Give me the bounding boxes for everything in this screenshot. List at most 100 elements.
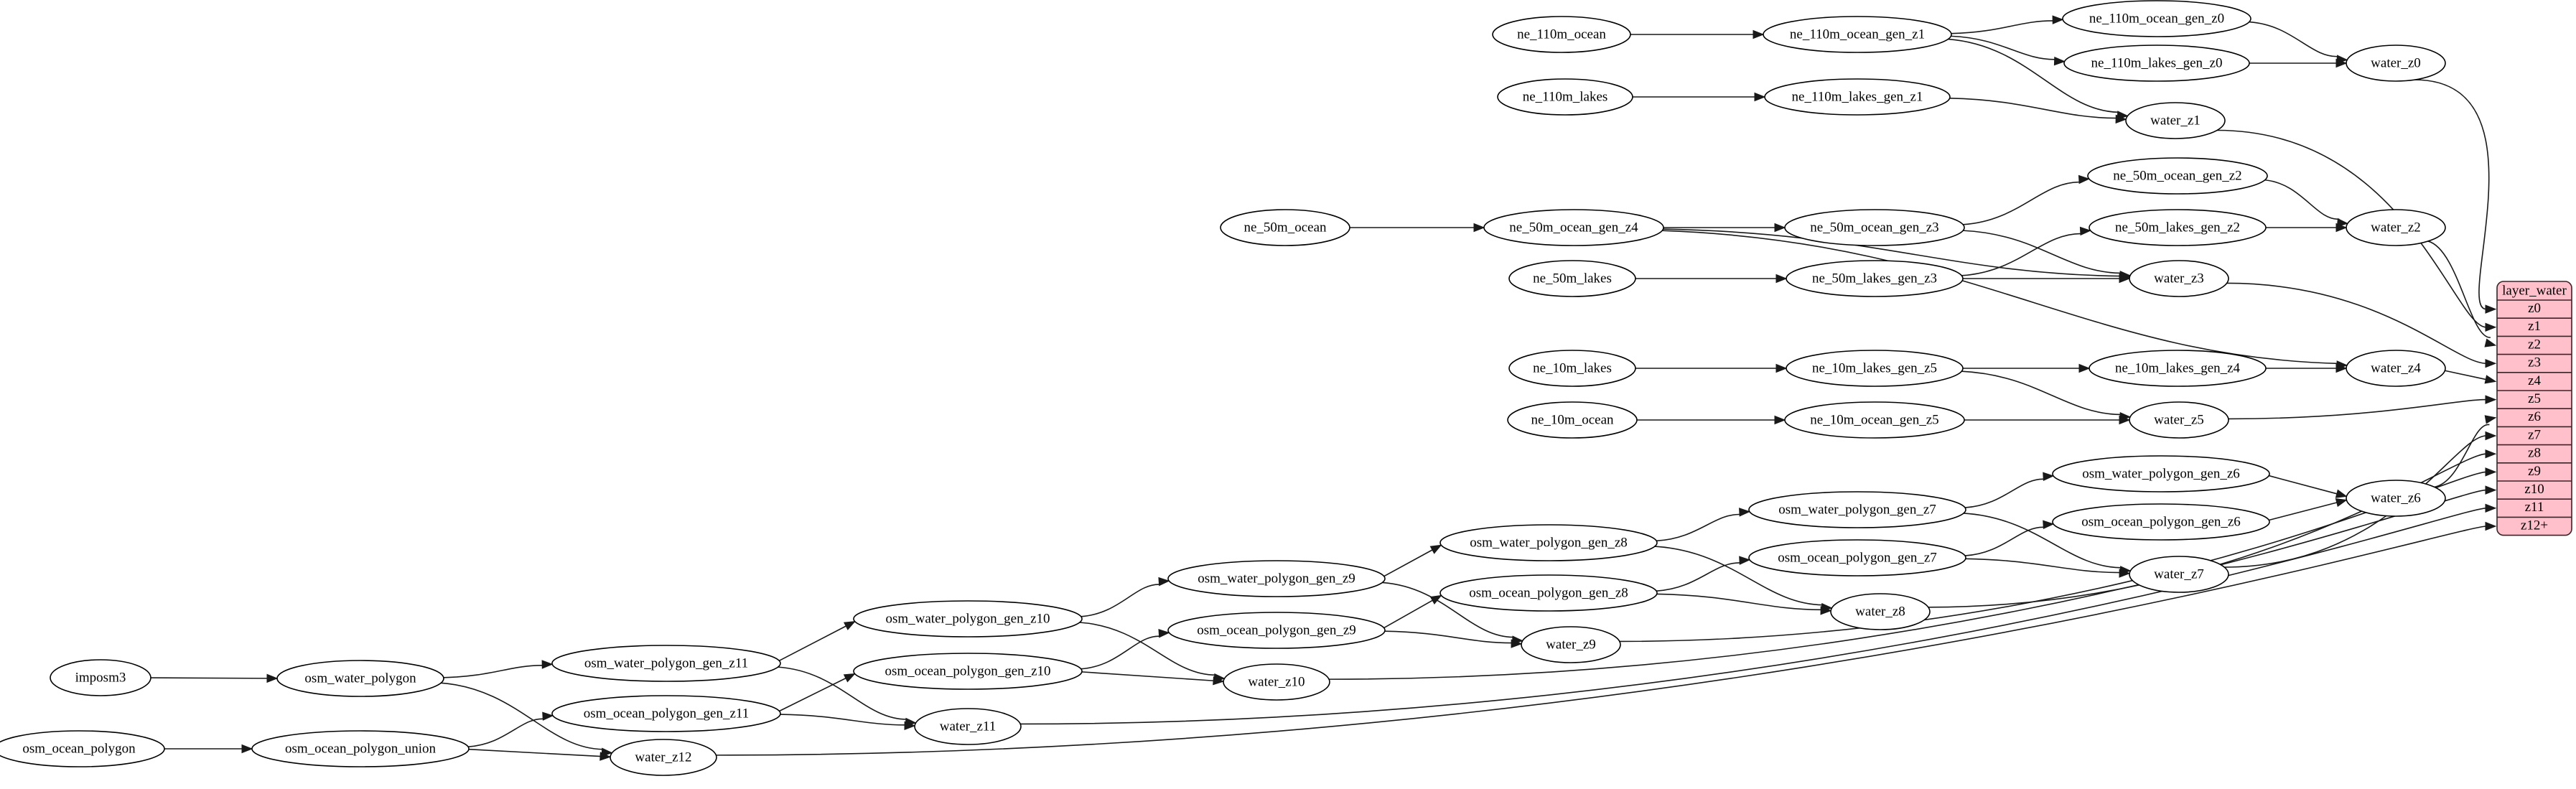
- node-shape[interactable]: [1483, 209, 1664, 246]
- node-osm_ocean_polygon_gen_z8[interactable]: osm_ocean_polygon_gen_z8: [1439, 574, 1658, 612]
- node-shape[interactable]: [1764, 78, 1951, 116]
- node-water_z6[interactable]: water_z6: [2346, 480, 2446, 517]
- node-shape[interactable]: [251, 730, 470, 767]
- node-shape[interactable]: [1492, 16, 1631, 53]
- node-shape[interactable]: [1439, 574, 1658, 612]
- node-ne_10m_lakes_gen_z5[interactable]: ne_10m_lakes_gen_z5: [1786, 350, 1964, 387]
- node-osm_water_polygon_gen_z9[interactable]: osm_water_polygon_gen_z9: [1167, 560, 1386, 597]
- node-shape[interactable]: [2346, 45, 2446, 82]
- node-shape[interactable]: [2062, 0, 2251, 37]
- node-shape[interactable]: [1786, 260, 1964, 297]
- node-shape[interactable]: [1508, 260, 1636, 297]
- node-osm_water_polygon_gen_z6[interactable]: osm_water_polygon_gen_z6: [2052, 455, 2270, 492]
- node-osm_ocean_polygon_gen_z7[interactable]: osm_ocean_polygon_gen_z7: [1748, 539, 1966, 576]
- node-shape[interactable]: [2129, 260, 2229, 297]
- node-osm_ocean_polygon_union[interactable]: osm_ocean_polygon_union: [251, 730, 470, 767]
- node-osm_ocean_polygon_gen_z10[interactable]: osm_ocean_polygon_gen_z10: [853, 653, 1083, 690]
- node-water_z5[interactable]: water_z5: [2129, 401, 2229, 439]
- edge-ne_50m_ocean_gen_z4-to-ne_50m_ocean_gen_z3: [1663, 223, 1786, 233]
- node-ne_110m_ocean_gen_z1[interactable]: ne_110m_ocean_gen_z1: [1763, 16, 1952, 53]
- node-water_z4[interactable]: water_z4: [2346, 350, 2446, 387]
- node-shape[interactable]: [2346, 350, 2446, 387]
- node-shape[interactable]: [1167, 612, 1386, 649]
- node-shape[interactable]: [1220, 209, 1350, 246]
- node-shape[interactable]: [2346, 209, 2446, 246]
- node-shape[interactable]: [1786, 350, 1964, 387]
- node-shape[interactable]: [853, 653, 1083, 690]
- node-osm_ocean_polygon_gen_z11[interactable]: osm_ocean_polygon_gen_z11: [551, 695, 781, 732]
- node-ne_50m_lakes[interactable]: ne_50m_lakes: [1508, 260, 1636, 297]
- node-imposm3[interactable]: imposm3: [50, 659, 151, 696]
- node-osm_water_polygon[interactable]: osm_water_polygon: [276, 660, 444, 697]
- node-water_z0[interactable]: water_z0: [2346, 45, 2446, 82]
- node-water_z12[interactable]: water_z12: [610, 739, 717, 776]
- node-water_z2[interactable]: water_z2: [2346, 209, 2446, 246]
- edge-osm_ocean_polygon_gen_z9-to-water_z9: [1384, 630, 1523, 648]
- node-water_z3[interactable]: water_z3: [2129, 260, 2229, 297]
- node-ne_50m_ocean_gen_z2[interactable]: ne_50m_ocean_gen_z2: [2087, 157, 2268, 195]
- edge-line: [1663, 228, 2121, 277]
- node-ne_110m_ocean[interactable]: ne_110m_ocean: [1492, 16, 1631, 53]
- node-shape[interactable]: [2087, 157, 2268, 195]
- node-water_z11[interactable]: water_z11: [914, 708, 1022, 745]
- node-shape[interactable]: [610, 739, 717, 776]
- node-water_z9[interactable]: water_z9: [1521, 626, 1621, 663]
- node-osm_water_polygon_gen_z8[interactable]: osm_water_polygon_gen_z8: [1439, 524, 1658, 561]
- node-shape[interactable]: [1521, 626, 1621, 663]
- node-shape[interactable]: [0, 730, 165, 767]
- node-shape[interactable]: [1763, 16, 1952, 53]
- node-water_z10[interactable]: water_z10: [1223, 663, 1330, 701]
- node-water_z8[interactable]: water_z8: [1830, 593, 1931, 630]
- node-osm_water_polygon_gen_z11[interactable]: osm_water_polygon_gen_z11: [551, 645, 781, 682]
- edge-arrowhead: [1775, 363, 1788, 373]
- node-ne_50m_ocean_gen_z3[interactable]: ne_50m_ocean_gen_z3: [1784, 209, 1965, 246]
- node-ne_110m_lakes_gen_z0[interactable]: ne_110m_lakes_gen_z0: [2063, 45, 2250, 82]
- node-osm_ocean_polygon_gen_z6[interactable]: osm_ocean_polygon_gen_z6: [2052, 503, 2270, 541]
- node-ne_10m_lakes_gen_z4[interactable]: ne_10m_lakes_gen_z4: [2089, 350, 2267, 387]
- node-shape[interactable]: [1748, 491, 1966, 528]
- node-ne_10m_ocean[interactable]: ne_10m_ocean: [1507, 401, 1638, 439]
- node-shape[interactable]: [551, 695, 781, 732]
- edge-ne_10m_lakes_gen_z4-to-water_z4: [2266, 363, 2348, 373]
- node-shape[interactable]: [1784, 209, 1965, 246]
- node-shape[interactable]: [2129, 401, 2229, 439]
- node-shape[interactable]: [551, 645, 781, 682]
- node-shape[interactable]: [1223, 663, 1330, 701]
- node-shape[interactable]: [1508, 350, 1636, 387]
- node-shape[interactable]: [1784, 401, 1965, 439]
- node-shape[interactable]: [2346, 480, 2446, 517]
- node-osm_ocean_polygon_gen_z9[interactable]: osm_ocean_polygon_gen_z9: [1167, 612, 1386, 649]
- node-shape[interactable]: [2052, 503, 2270, 541]
- node-water_z1[interactable]: water_z1: [2125, 102, 2226, 139]
- node-ne_110m_ocean_gen_z0[interactable]: ne_110m_ocean_gen_z0: [2062, 0, 2251, 37]
- node-shape[interactable]: [1830, 593, 1931, 630]
- node-water_z7[interactable]: water_z7: [2129, 556, 2229, 593]
- node-ne_10m_ocean_gen_z5[interactable]: ne_10m_ocean_gen_z5: [1784, 401, 1965, 439]
- node-shape[interactable]: [1507, 401, 1638, 439]
- node-ne_110m_lakes_gen_z1[interactable]: ne_110m_lakes_gen_z1: [1764, 78, 1951, 116]
- node-shape[interactable]: [2125, 102, 2226, 139]
- node-shape[interactable]: [2129, 556, 2229, 593]
- node-shape[interactable]: [2089, 209, 2267, 246]
- node-osm_water_polygon_gen_z7[interactable]: osm_water_polygon_gen_z7: [1748, 491, 1966, 528]
- node-osm_ocean_polygon[interactable]: osm_ocean_polygon: [0, 730, 165, 767]
- node-osm_water_polygon_gen_z10[interactable]: osm_water_polygon_gen_z10: [853, 600, 1083, 638]
- node-shape[interactable]: [1439, 524, 1658, 561]
- node-shape[interactable]: [1497, 78, 1633, 116]
- node-ne_50m_lakes_gen_z3[interactable]: ne_50m_lakes_gen_z3: [1786, 260, 1964, 297]
- node-ne_50m_ocean[interactable]: ne_50m_ocean: [1220, 209, 1350, 246]
- node-shape[interactable]: [50, 659, 151, 696]
- node-shape[interactable]: [276, 660, 444, 697]
- node-shape[interactable]: [914, 708, 1022, 745]
- node-ne_50m_ocean_gen_z4[interactable]: ne_50m_ocean_gen_z4: [1483, 209, 1664, 246]
- node-shape[interactable]: [1167, 560, 1386, 597]
- node-ne_110m_lakes[interactable]: ne_110m_lakes: [1497, 78, 1633, 116]
- node-shape[interactable]: [2089, 350, 2267, 387]
- node-shape[interactable]: [853, 600, 1083, 638]
- node-shape[interactable]: [2052, 455, 2270, 492]
- node-ne_50m_lakes_gen_z2[interactable]: ne_50m_lakes_gen_z2: [2089, 209, 2267, 246]
- node-ne_10m_lakes[interactable]: ne_10m_lakes: [1508, 350, 1636, 387]
- node-shape[interactable]: [1748, 539, 1966, 576]
- edge-osm_water_polygon-to-osm_water_polygon_gen_z11: [443, 660, 554, 678]
- node-shape[interactable]: [2063, 45, 2250, 82]
